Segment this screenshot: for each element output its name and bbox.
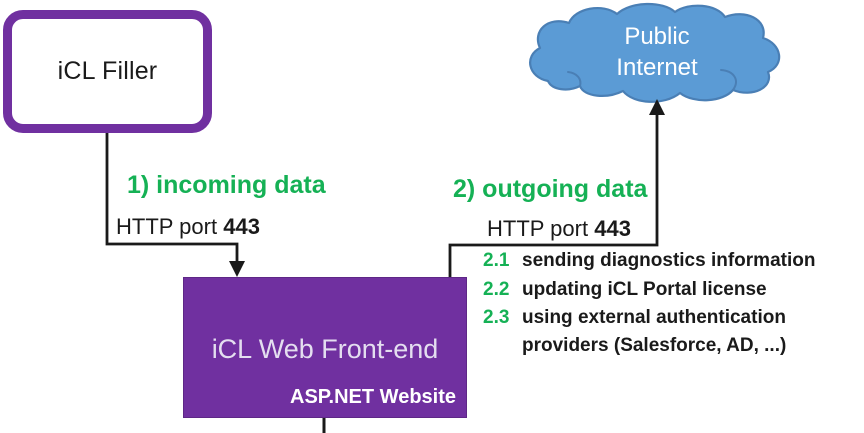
incoming-protocol-text: HTTP port [116,214,218,239]
frontend-title: iCL Web Front-end [211,334,439,364]
cloud-label-line1: Public [624,23,690,50]
item-number: 2.1 [483,250,510,271]
item-text: using external authentication providers … [522,307,787,356]
cloud-inner-arc [567,71,582,87]
outgoing-port-number: 443 [594,216,631,241]
icl-filler-label: iCL Filler [57,57,158,85]
icl-filler-node: iCL Filler [3,10,212,133]
incoming-connector-line [105,133,239,262]
cloud-label-line2: Internet [616,54,698,81]
item-text: updating iCL Portal license [522,278,767,300]
list-item: 2.2 updating iCL Portal license [483,276,855,304]
incoming-data-label: 1) incoming data [127,171,326,199]
outgoing-arrowhead-icon [649,99,665,115]
list-item: 2.3 using external authentication provid… [483,304,855,359]
item-number: 2.2 [483,278,510,300]
incoming-port-number: 443 [223,214,260,239]
outgoing-connector-line [448,114,659,277]
list-item: 2.1 sending diagnostics information [483,247,855,275]
outgoing-protocol-text: HTTP port [487,216,589,241]
icl-web-frontend-node: iCL Web Front-end ASP.NET Website [183,277,467,418]
cloud-inner-arc [720,69,737,91]
frontend-subtitle: ASP.NET Website [290,386,456,408]
cloud-label: Public Internet [557,21,757,83]
outgoing-items-list: 2.1 sending diagnostics information 2.2 … [483,247,855,360]
item-text: sending diagnostics information [522,250,816,271]
item-number: 2.3 [483,307,510,328]
outgoing-data-label: 2) outgoing data [453,175,648,203]
incoming-arrowhead-icon [229,261,245,277]
public-internet-cloud [529,2,781,103]
